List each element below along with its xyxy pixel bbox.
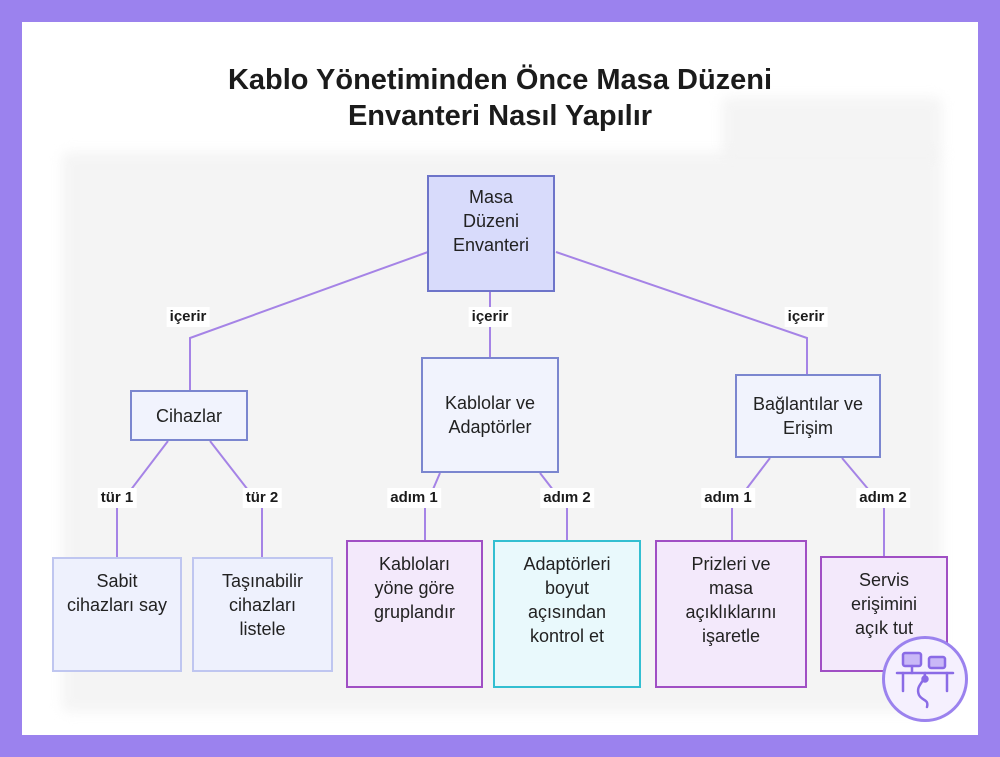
node-connections: Bağlantılar ve Erişim [735,374,881,458]
desk-setup-icon [882,636,968,722]
edge-label-contains-2: içerir [469,307,512,327]
node-group-cables: Kabloları yöne göre gruplandır [346,540,483,688]
node-cables: Kablolar ve Adaptörler [421,357,559,473]
edge-label-type-1: tür 1 [98,488,137,508]
edge-label-type-2: tür 2 [243,488,282,508]
node-mark-outlets: Prizleri ve masa açıklıklarını işaretle [655,540,807,688]
node-root: Masa Düzeni Envanteri [427,175,555,292]
node-fixed-devices: Sabit cihazları say [52,557,182,672]
edge-root-connections [556,252,807,374]
edge-label-step-2a: adım 2 [540,488,594,508]
edge-label-step-1a: adım 1 [387,488,441,508]
node-check-adapters: Adaptörleri boyut açısından kontrol et [493,540,641,688]
edge-label-step-1b: adım 1 [701,488,755,508]
edge-label-step-2b: adım 2 [856,488,910,508]
node-devices: Cihazlar [130,390,248,441]
edge-label-contains-1: içerir [167,307,210,327]
edge-label-contains-3: içerir [785,307,828,327]
edge-root-devices [190,252,428,390]
node-portable-devices: Taşınabilir cihazları listele [192,557,333,672]
